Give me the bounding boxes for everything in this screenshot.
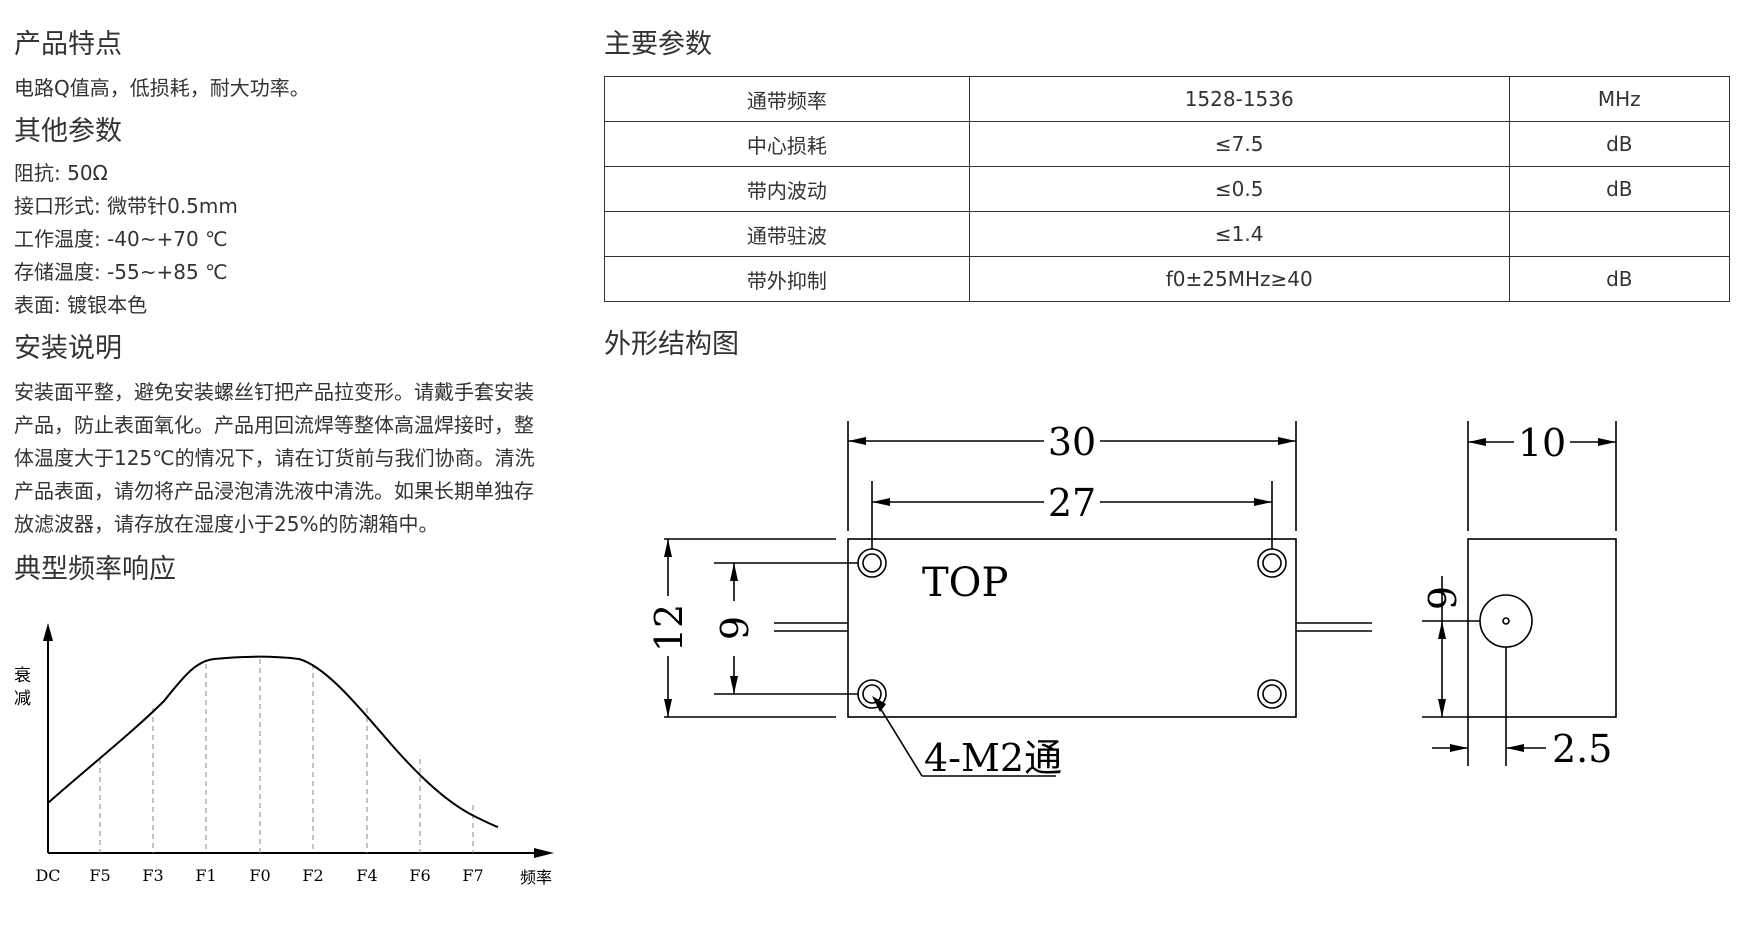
table-row: 带外抑制 f0±25MHz≥40 dB — [604, 256, 1731, 302]
dim-30-label: 30 — [1048, 420, 1096, 464]
dimension-arrows — [664, 437, 1616, 752]
install-text: 安装面平整，避免安装螺丝钉把产品拉变形。请戴手套安装产品，防止表面氧化。产品用回… — [14, 380, 535, 536]
param-surface: 表面: 镀银本色 — [14, 293, 148, 317]
dim-10-label: 10 — [1518, 421, 1566, 465]
tick-f1: F1 — [195, 866, 216, 885]
tick-f6: F6 — [409, 866, 430, 885]
features-title: 产品特点 — [14, 29, 122, 60]
dim-9-side-label: 9 — [1421, 586, 1465, 610]
tick-f4: F4 — [356, 866, 377, 885]
dim-27-label: 27 — [1048, 481, 1096, 525]
response-title: 典型频率响应 — [14, 554, 176, 585]
table-cell: 通带频率 — [604, 76, 970, 122]
table-cell: ≤0.5 — [968, 166, 1510, 212]
table-cell: 通带驻波 — [604, 211, 970, 257]
y-label-line2: 减 — [14, 689, 31, 709]
top-label: TOP — [922, 560, 1008, 606]
table-cell: dB — [1508, 121, 1731, 167]
dim-9-left-label: 9 — [713, 616, 757, 640]
main-params-title: 主要参数 — [604, 29, 712, 60]
left-column: 产品特点 电路Q值高，低损耗，耐大功率。 其他参数 阻抗: 50Ω 接口形式: … — [14, 24, 554, 895]
side-connector — [1479, 594, 1533, 648]
features-text: 电路Q值高，低损耗，耐大功率。 — [14, 76, 310, 100]
response-curve — [47, 655, 499, 828]
table-row: 通带频率 1528-1536 MHz — [604, 76, 1731, 122]
side-view — [1467, 538, 1617, 718]
table-cell: f0±25MHz≥40 — [968, 256, 1510, 302]
outline-title: 外形结构图 — [604, 329, 739, 360]
tick-f2: F2 — [302, 866, 323, 885]
table-row: 带内波动 ≤0.5 dB — [604, 166, 1731, 212]
param-interface: 接口形式: 微带针0.5mm — [14, 194, 238, 218]
outline-drawing: 30 27 10 2.5 12 9 9 TOP 4-M2通 — [647, 420, 1617, 780]
hole-leader — [873, 697, 923, 777]
y-axis-arrow — [43, 623, 53, 641]
right-column: 主要参数 通带频率 1528-1536 MHz 中心损耗 ≤7.5 dB 带内波… — [604, 24, 1732, 800]
tick-f3: F3 — [142, 866, 163, 885]
table-cell: 中心损耗 — [604, 121, 970, 167]
dim-2-5-label: 2.5 — [1552, 727, 1612, 771]
table-cell: 带外抑制 — [604, 256, 970, 302]
table-cell: ≤1.4 — [968, 211, 1510, 257]
table-cell: 1528-1536 — [968, 76, 1510, 122]
other-params-title: 其他参数 — [14, 116, 122, 147]
table-cell — [1508, 211, 1731, 257]
table-cell: ≤7.5 — [968, 121, 1510, 167]
param-operating-temp: 工作温度: -40~+70 ℃ — [14, 227, 228, 251]
other-params-list: 阻抗: 50Ω 接口形式: 微带针0.5mm 工作温度: -40~+70 ℃ 存… — [14, 157, 554, 322]
table-cell: MHz — [1508, 76, 1731, 122]
param-storage-temp: 存储温度: -55~+85 ℃ — [14, 260, 228, 284]
main-params-table: 通带频率 1528-1536 MHz 中心损耗 ≤7.5 dB 带内波动 ≤0.… — [604, 76, 1731, 302]
table-row: 通带驻波 ≤1.4 — [604, 211, 1731, 257]
filter-body — [847, 538, 1297, 718]
table-cell: 带内波动 — [604, 166, 970, 212]
tick-f7: F7 — [462, 866, 483, 885]
install-title: 安装说明 — [14, 333, 122, 364]
x-axis-arrow — [534, 848, 554, 858]
table-cell: dB — [1508, 166, 1731, 212]
param-impedance: 阻抗: 50Ω — [14, 161, 108, 185]
frequency-response-diagram: 衰 减 DC F5 F3 F1 F0 F2 F4 F6 F7 频率 — [14, 623, 554, 887]
tick-f5: F5 — [89, 866, 110, 885]
hole-label: 4-M2通 — [924, 736, 1062, 780]
y-label-line1: 衰 — [14, 666, 31, 686]
table-row: 中心损耗 ≤7.5 dB — [604, 121, 1731, 167]
table-cell: dB — [1508, 256, 1731, 302]
tick-guides — [99, 659, 474, 853]
tick-f0: F0 — [249, 866, 270, 885]
dim-12-label: 12 — [647, 604, 691, 652]
x-label: 频率 — [520, 868, 552, 887]
tick-dc: DC — [35, 866, 60, 885]
